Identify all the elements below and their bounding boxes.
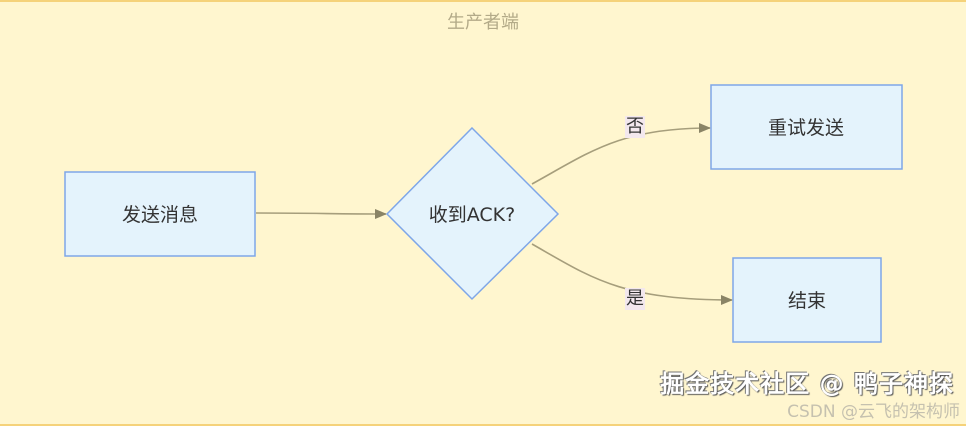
edge-decision-to-end <box>531 243 733 305</box>
watermark-primary: 掘金技术社区 @ 鸭子神探 <box>660 370 954 398</box>
watermark-secondary: CSDN @云飞的架构师 <box>787 402 960 422</box>
edge-decision-to-retry <box>531 123 711 185</box>
edge-send-to-decision <box>255 208 387 219</box>
node-retry-send-label: 重试发送 <box>768 117 844 139</box>
node-ack-decision: 收到ACK? <box>385 126 560 301</box>
edge-label-yes: 是 <box>625 288 645 310</box>
node-send-message-label: 发送消息 <box>122 204 198 226</box>
edge-label-no: 否 <box>625 116 645 138</box>
node-send-message: 发送消息 <box>64 171 256 257</box>
node-retry-send: 重试发送 <box>710 84 903 170</box>
node-end: 结束 <box>732 257 882 343</box>
node-end-label: 结束 <box>788 290 826 312</box>
node-ack-decision-label: 收到ACK? <box>429 204 515 226</box>
subgraph-title: 生产者端 <box>447 12 519 33</box>
